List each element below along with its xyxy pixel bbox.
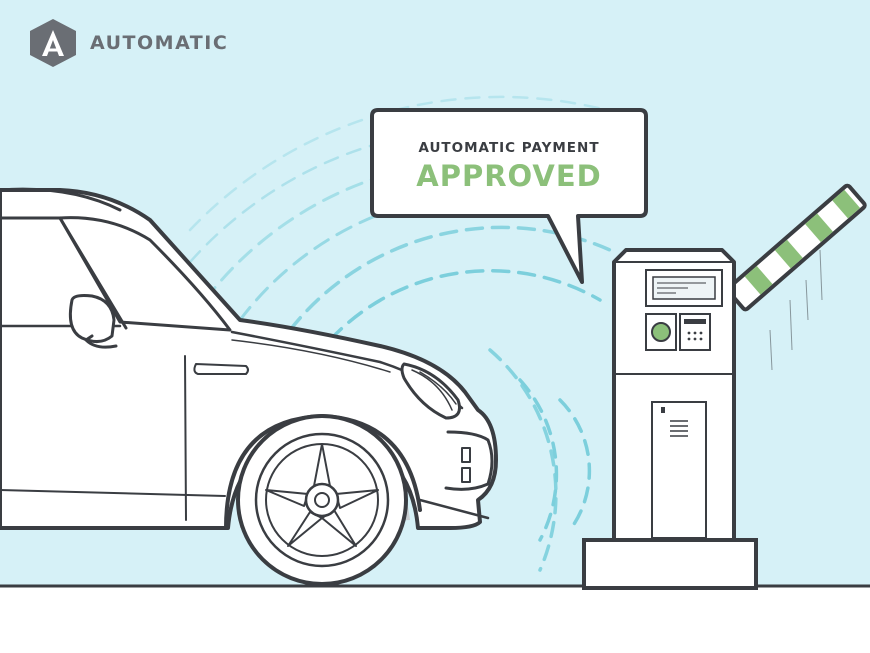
card-slot-icon [684,319,706,324]
hexagon-a-logo-icon [30,19,76,67]
speaker-grille-icon [670,420,688,437]
car-illustration [0,187,498,586]
parking-payment-kiosk [582,248,758,590]
bubble-status: APPROVED [416,159,601,193]
wheel-spokes [265,443,379,547]
kiosk-base [582,538,758,590]
kiosk-door [651,401,707,539]
green-button-icon [651,322,671,342]
brand-name: AUTOMATIC [90,32,228,54]
brand-logo: AUTOMATIC [30,19,228,67]
speech-bubble: AUTOMATIC PAYMENT APPROVED [370,108,648,284]
kiosk-speaker-icon [687,331,703,341]
ground [0,585,870,653]
bubble-title: AUTOMATIC PAYMENT [418,140,599,156]
